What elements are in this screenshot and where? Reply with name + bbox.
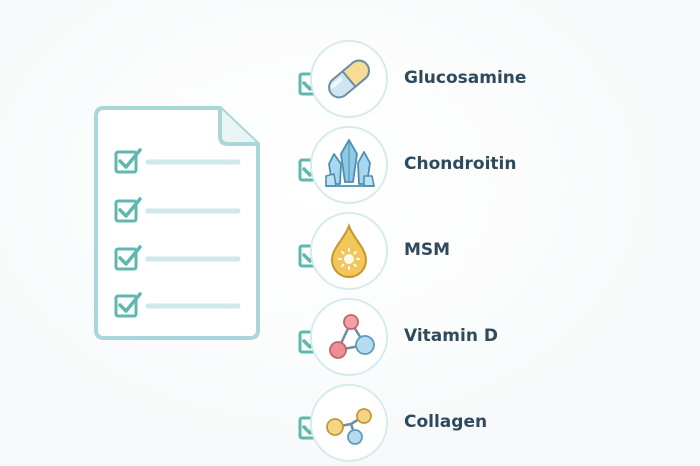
document-check-row — [114, 197, 241, 223]
molecule-icon — [329, 314, 375, 359]
droplet-sun-icon — [330, 222, 368, 278]
icon-circle — [310, 298, 388, 376]
document-check-row — [114, 148, 241, 174]
molecule-chain-icon — [326, 408, 372, 445]
supplement-item-msm: MSM — [298, 212, 658, 292]
icon-circle — [310, 384, 388, 462]
supplement-item-chondroitin: Chondroitin — [298, 126, 658, 206]
supplement-item-vitamin-d: Vitamin D — [298, 298, 658, 378]
supplement-label: Glucosamine — [404, 68, 527, 88]
document-check-row — [114, 245, 241, 271]
supplement-label: Vitamin D — [404, 326, 498, 346]
supplement-label: Collagen — [404, 412, 488, 432]
supplement-label: MSM — [404, 240, 451, 260]
capsule-icon — [328, 59, 370, 99]
document-check-row — [114, 292, 241, 318]
supplement-item-glucosamine: Glucosamine — [298, 40, 658, 120]
supplement-item-collagen: Collagen — [298, 384, 658, 464]
checklist-document-icon — [94, 106, 260, 340]
supplement-label: Chondroitin — [404, 154, 517, 174]
crystal-icon — [325, 139, 375, 187]
